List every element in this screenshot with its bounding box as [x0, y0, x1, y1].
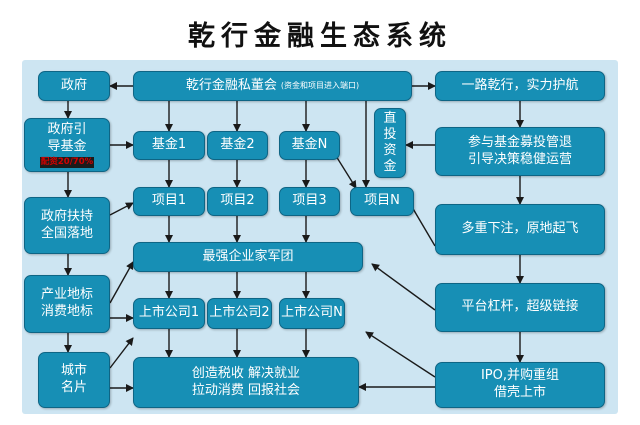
fund-n-node: 基金N [279, 131, 340, 160]
project-2-node: 项目2 [207, 187, 268, 216]
landmark-node: 产业地标 消费地标 [24, 275, 110, 333]
fund-2-node: 基金2 [207, 131, 268, 160]
direct-investment-node: 直 投 资 金 [374, 108, 406, 178]
social-benefit-node: 创造税收 解决就业 拉动消费 回报社会 [133, 357, 359, 408]
ipo-node: IPO,并购重组 借壳上市 [435, 362, 605, 408]
fund-management-node: 参与基金募投管退 引导决策稳健运营 [435, 127, 605, 176]
matching-ratio-badge: 配资20/70% [39, 156, 95, 168]
listed-company-1-node: 上市公司1 [133, 298, 205, 329]
project-1-node: 项目1 [133, 187, 205, 216]
listed-company-n-node: 上市公司N [279, 298, 345, 329]
fund-1-node: 基金1 [133, 131, 205, 160]
government-node: 政府 [38, 71, 110, 101]
entrepreneur-legion-node: 最强企业家军团 [133, 242, 363, 272]
private-board-node: 乾行金融私董会(资金和项目进入端口) [133, 71, 412, 101]
government-support-node: 政府扶持 全国落地 [24, 197, 110, 254]
platform-leverage-node: 平台杠杆，超级链接 [435, 283, 605, 332]
city-card-node: 城市 名片 [38, 352, 110, 408]
project-n-node: 项目N [350, 187, 414, 216]
government-guide-fund-node: 政府引 导基金 配资20/70% [24, 118, 110, 172]
diagram-title: 乾行金融生态系统 [188, 21, 452, 52]
project-3-node: 项目3 [279, 187, 340, 216]
listed-company-2-node: 上市公司2 [207, 298, 272, 329]
escort-node: 一路乾行，实力护航 [435, 71, 605, 101]
multiple-bets-node: 多重下注，原地起飞 [435, 204, 605, 255]
